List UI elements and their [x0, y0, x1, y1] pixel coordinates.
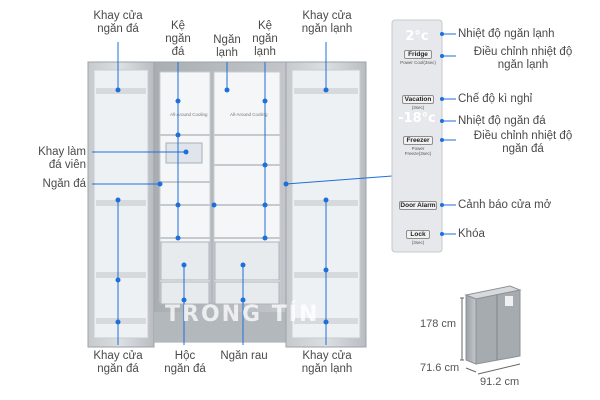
- label-line: Điều chỉnh nhiệt độ: [473, 46, 573, 58]
- label-fridge-shelf: Kệ ngăn lạnh: [248, 20, 282, 59]
- lock-button[interactable]: Lock: [406, 230, 430, 239]
- label-line: ngăn lạnh: [301, 363, 353, 375]
- label-line: Khay cửa: [93, 350, 143, 362]
- label-line: Kệ: [170, 20, 186, 32]
- label-freezer-shelf: Kệ ngăn đá: [162, 20, 194, 59]
- label-line: ngăn đá: [502, 143, 544, 155]
- door-alarm-label: Cảnh báo cửa mở: [458, 199, 552, 211]
- dimension-width: 91.2 cm: [480, 376, 520, 388]
- label-freezer-drawer: Hộc ngăn đá: [158, 350, 212, 376]
- label-line: đá viên: [48, 159, 86, 171]
- label-line: ngăn lạnh: [497, 59, 549, 71]
- label-line: Ngăn: [213, 34, 241, 46]
- freezer-temp-label: Nhiệt độ ngăn đá: [458, 115, 546, 127]
- fridge-thumbnail: [464, 285, 522, 365]
- label-left-bottom-door-bins: Khay cửa ngăn đá: [88, 350, 148, 376]
- svg-text:-18°c: -18°c: [398, 111, 436, 126]
- label-line: Khay làm: [38, 146, 86, 158]
- label-right-bottom-door-bins: Khay cửa ngăn lạnh: [296, 350, 358, 376]
- label-line: đá: [171, 46, 185, 58]
- fridge-adjust-label: Điều chỉnh nhiệt độ ngăn lạnh: [458, 46, 588, 72]
- label-right-top-door-bins: Khay cửa ngăn lạnh: [296, 10, 358, 36]
- label-ice-tray: Khay làm đá viên: [22, 146, 86, 172]
- watermark-text: TRONG TÍN: [165, 302, 320, 327]
- label-left-top-door-bins: Khay cửa ngăn đá: [90, 10, 146, 36]
- lock-label: Khóa: [458, 228, 485, 240]
- freezer-button-sublabel: Power Freeze(3sec): [404, 146, 432, 156]
- label-freezer-compartment: Ngăn đá: [42, 178, 86, 190]
- label-line: Kệ: [257, 20, 273, 32]
- label-fridge-compartment: Ngăn lạnh: [207, 34, 247, 60]
- dimension-depth: 71.6 cm: [420, 362, 460, 374]
- dimension-height: 178 cm: [420, 318, 457, 330]
- marker-dots: [115, 87, 329, 325]
- dimension-lines: [460, 297, 521, 375]
- panel-connectors: [442, 33, 456, 235]
- panel-connector-dots: [440, 32, 444, 236]
- label-line: Khay cửa: [302, 350, 352, 362]
- vacation-button-sublabel: (3sec): [411, 105, 425, 110]
- fridge-temp-label: Nhiệt độ ngăn lạnh: [458, 28, 555, 40]
- vacation-label: Chế độ kì nghỉ: [458, 93, 533, 105]
- label-line: Khay cửa: [93, 10, 143, 22]
- label-line: ngăn: [165, 33, 191, 45]
- label-line: ngăn lạnh: [301, 23, 353, 35]
- label-line: ngăn đá: [97, 23, 139, 35]
- fridge-button-sublabel: Power Cool(3sec): [400, 60, 436, 65]
- label-line: lạnh: [254, 46, 276, 58]
- interior-tag-right: All-Around Cooling: [230, 112, 268, 117]
- label-line: ngăn đá: [164, 363, 206, 375]
- label-line: ngăn: [252, 33, 278, 45]
- left-door: [87, 61, 155, 348]
- interior-tag-left: All-Around Cooling: [170, 112, 208, 117]
- label-line: Điều chỉnh nhiệt độ: [473, 130, 573, 142]
- freezer-adjust-label: Điều chỉnh nhiệt độ ngăn đá: [458, 130, 588, 156]
- freezer-button[interactable]: Freezer: [403, 136, 433, 145]
- label-line: Khay cửa: [302, 10, 352, 22]
- svg-text:2°c: 2°c: [405, 29, 428, 44]
- lock-button-sublabel: (3sec): [411, 240, 425, 245]
- door-alarm-button[interactable]: Door Alarm: [399, 201, 437, 210]
- label-line: lạnh: [216, 47, 238, 59]
- label-line: ngăn đá: [97, 363, 139, 375]
- label-vegetable-drawer: Ngăn rau: [220, 350, 268, 362]
- label-line: Hộc: [174, 350, 196, 362]
- fridge-cabinet: [153, 61, 287, 343]
- fridge-button[interactable]: Fridge: [404, 50, 432, 59]
- vacation-button[interactable]: Vacation: [402, 95, 434, 104]
